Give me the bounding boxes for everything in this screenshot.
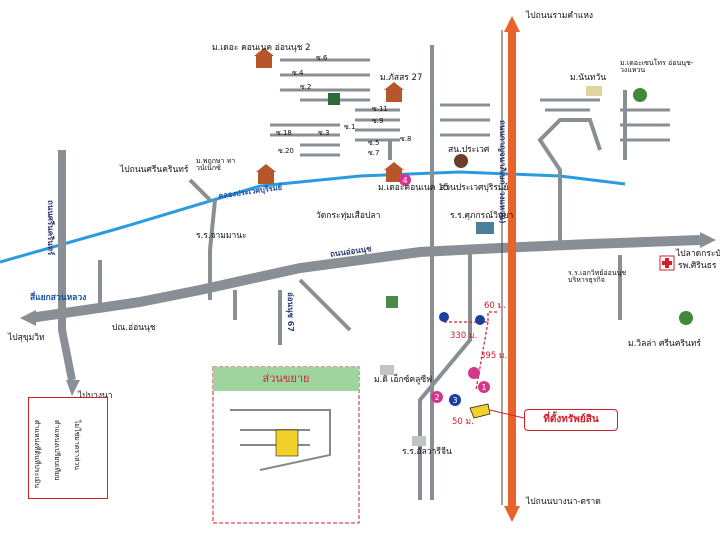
legend-item-compare: ตำแหน่งเปรียบเทียบ [53,420,61,481]
on-nut-road [29,235,701,323]
label-poi-prueksa: ม.พฤกษา ทาวน์เน็กซ์ [196,157,236,172]
srinakarin-road [58,150,76,381]
inset-title: ส่วนขยาย [213,367,359,391]
label-poi-exclusive: ม.ดิ เอ็กซ์คลูซีฟ [374,375,433,385]
legend-item-scale: ไม่ใช่มาตราส่วน [73,420,81,471]
site-location-label: ที่ตั้งทรัพย์สิน [524,409,618,431]
label-north: ไปถนนรามคำแหง [526,11,594,21]
label-dist-60: 60 ม. [484,301,506,311]
label-soi: ซ.2 [300,83,312,91]
label-poi-nanwan: ม.นันทวัน [570,73,607,83]
label-soi: ซ.1 [344,123,356,131]
label-poi-school3: ร.ร.อัลวารีจีน [402,447,452,457]
label-to-bangna: ไปบางนา [78,391,113,401]
marker-number: 3 [452,396,457,405]
label-dist-330: 330 ม. [450,331,478,341]
label-poi-temple: วัดกระทุ่มเสือปลา [316,211,381,221]
label-soi: ซ.9 [372,117,384,125]
label-soi: ซ.5 [368,139,380,147]
label-poi-school2: ร.ร.จามมานะ [196,231,247,241]
soi-grid [270,58,670,157]
label-poi-school: ร.ร.ศุภกรณ์วิทยา [450,211,514,221]
label-poi-ekawit: ร.ร.เอกวิทย์อ่อนนุช บริหารธุรกิจ [568,269,627,284]
inset-site [275,429,299,457]
distance-route [444,311,498,391]
side-roads [98,45,627,500]
label-intersection: สี่แยกสวนหลวง [30,293,87,303]
comparison-markers [399,174,490,406]
label-srinakarin-road: ถนนศรีนครินทร์ [46,200,55,256]
label-wongwaen: ถนนกาญจนาภิเษก (วงแหวน) [498,120,507,224]
road-arrow-right [700,232,716,248]
site-area [469,403,491,419]
wongwaen-road [508,30,516,508]
label-poi-suanprawet: สวนประเวศปุริรมย์ [440,183,509,193]
label-poi-top1: ม.เดอะ คอนเนค อ่อนนุช 2 [212,43,311,53]
road-arrow-left [20,310,36,326]
legend-item-site: ตำแหน่งที่ดินที่ประเมิน [33,420,41,489]
label-soi-67: อ่อนนุช 67 [286,292,295,332]
label-to-sukhumvit: ไปสุขุมวิท [8,333,45,343]
label-soi: ซ.11 [372,105,388,113]
label-soi: ซ.3 [318,129,330,137]
label-soi: ซ.6 [316,54,328,62]
label-post-office: ปณ.อ่อนนุช [112,323,156,333]
label-poi-villa: ม.วิลล่า ศรีนครินทร์ [628,339,701,349]
label-poi-sanprawet: สน.ประเวศ [448,145,490,155]
inset-roads [230,409,331,471]
marker-number: 4 [402,176,407,185]
label-dist-50: 50 ม. [452,417,474,427]
label-south: ไปถนนบางนา-ตราด [526,497,601,507]
label-soi: ซ.18 [276,129,292,137]
label-soi: ซ.4 [292,69,304,77]
label-soi: ซ.20 [278,147,294,155]
label-soi: ซ.7 [368,149,380,157]
wongwaen-arrow-bottom [504,506,520,522]
hospital-icon [659,255,675,271]
label-poi-centro: ม.เดอะเซนโทร อ่อนนุช-วงแหวน [620,59,694,74]
wongwaen-arrow-top [504,16,520,32]
label-hospital: รพ.ศิรินธร [678,261,717,271]
building-icons [254,48,693,446]
legend: ตำแหน่งที่ดินที่ประเมิน ตำแหน่งเปรียบเที… [28,397,108,499]
label-to-srinakarin: ไปถนนศรีนครินทร์ [120,165,189,175]
marker-number: 2 [434,393,439,402]
marker-number: 1 [481,383,486,392]
label-soi: ซ.8 [400,135,412,143]
label-dist-395: 395 ม. [480,351,508,361]
label-poi-connect15: ม.เดอะคอนเนค 15 [378,183,449,193]
site-pointer [489,409,525,419]
label-poi-top2: ม.ภัสสร 27 [380,73,423,83]
srinakarin-arrow [66,380,80,396]
label-to-latkrabang: ไปลาดกระบัง [676,249,720,259]
